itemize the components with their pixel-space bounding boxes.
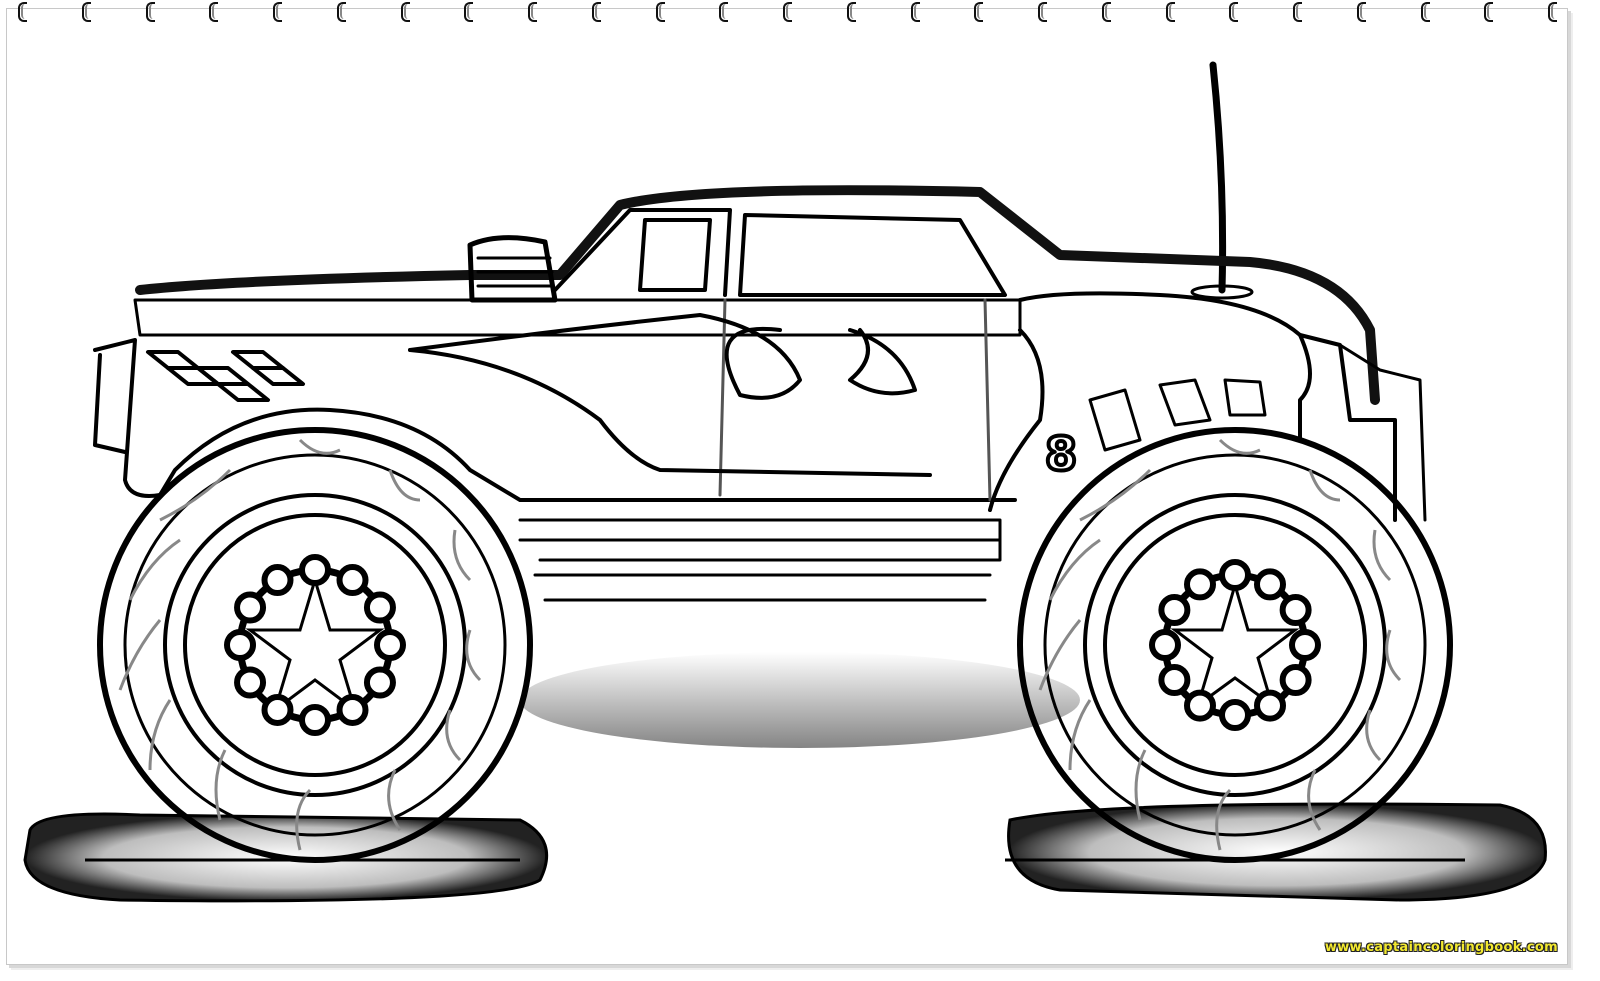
spiral-ring-icon	[336, 0, 347, 22]
spiral-ring-icon	[464, 0, 474, 22]
front-wheel	[1017, 427, 1453, 863]
spiral-ring-icon	[400, 0, 411, 22]
site-watermark[interactable]: www.captaincoloringbook.com	[1324, 940, 1558, 955]
spiral-binding	[18, 0, 1558, 26]
spiral-ring-icon	[1548, 0, 1558, 22]
tread-marks	[1038, 438, 1402, 851]
lug-nuts	[224, 554, 1321, 736]
spiral-ring-icon	[1038, 0, 1048, 22]
spiral-ring-icon	[1356, 0, 1367, 22]
spiral-ring-icon	[81, 0, 92, 22]
hub-star-icon	[1170, 579, 1300, 709]
spiral-ring-icon	[528, 0, 538, 22]
spiral-ring-icon	[655, 0, 666, 22]
checkered-flag-icon	[146, 350, 305, 402]
spiral-ring-icon	[18, 0, 28, 22]
spiral-ring-icon	[1101, 0, 1112, 22]
spiral-ring-icon	[1165, 0, 1176, 22]
tread-marks	[118, 438, 482, 851]
spiral-ring-icon	[1229, 0, 1239, 22]
door-number: 8	[1045, 427, 1077, 481]
spiral-ring-icon	[846, 0, 857, 22]
spiral-ring-icon	[273, 0, 283, 22]
spiral-ring-icon	[910, 0, 921, 22]
spiral-ring-icon	[209, 0, 219, 22]
spiral-ring-icon	[1484, 0, 1494, 22]
spiral-ring-icon	[145, 0, 156, 22]
spiral-ring-icon	[783, 0, 793, 22]
spiral-ring-icon	[1293, 0, 1303, 22]
spiral-ring-icon	[974, 0, 984, 22]
spiral-ring-icon	[591, 0, 602, 22]
spiral-ring-icon	[1420, 0, 1431, 22]
truck-body: 8	[93, 61, 1427, 602]
spiral-ring-icon	[719, 0, 729, 22]
hub-star-icon	[245, 574, 385, 714]
rear-wheel	[97, 427, 533, 863]
